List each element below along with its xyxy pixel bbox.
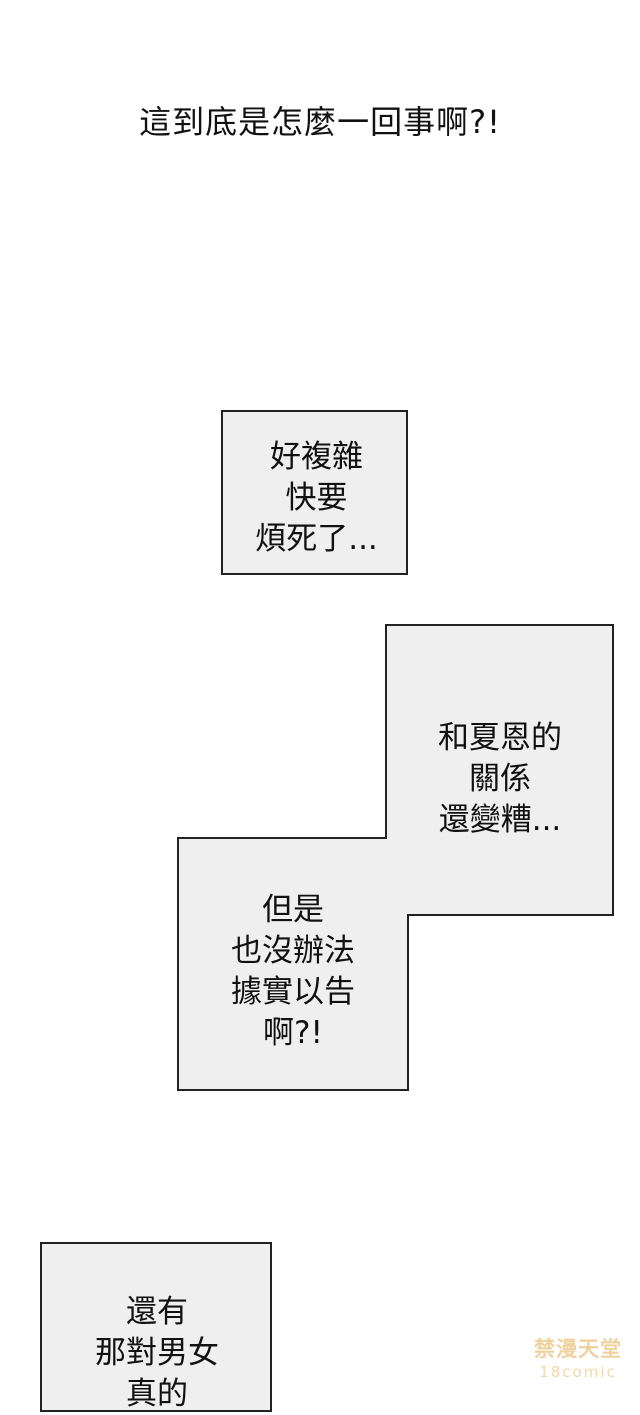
caption-box-1: 好複雜 快要 煩死了... <box>221 410 408 575</box>
watermark-title: 禁漫天堂 <box>534 1337 622 1361</box>
caption-text-3: 但是 也沒辦法 據實以告 啊?! <box>231 892 355 1051</box>
headline-text: 這到底是怎麼一回事啊?! <box>139 103 501 141</box>
watermark-logo: 禁漫天堂 18comic <box>522 1336 634 1388</box>
watermark-subtitle: 18comic <box>539 1363 617 1381</box>
caption-box-4: 還有 那對男女 真的 <box>40 1242 272 1412</box>
caption-text-1: 好複雜 快要 煩死了... <box>255 439 378 557</box>
caption-text-2: 和夏恩的 關係 還變糟... <box>438 720 562 838</box>
caption-text-4: 還有 那對男女 真的 <box>95 1294 219 1412</box>
